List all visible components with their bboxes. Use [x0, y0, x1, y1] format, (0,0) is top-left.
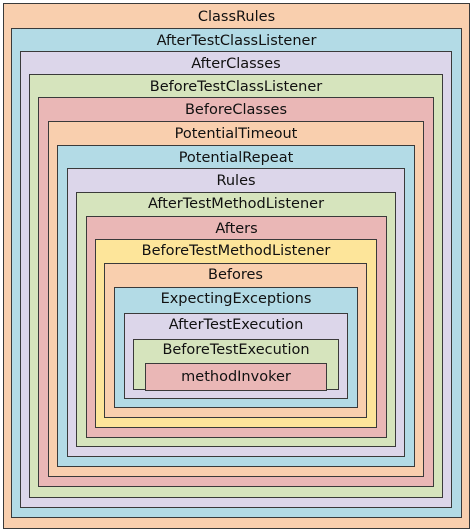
after-classes-label: AfterClasses — [191, 56, 281, 72]
before-test-method-listener-label: BeforeTestMethodListener — [141, 243, 331, 259]
method-invoker-label: methodInvoker — [181, 369, 291, 385]
before-classes-label: BeforeClasses — [184, 102, 288, 118]
before-test-class-listener-label: BeforeTestClassListener — [149, 79, 323, 95]
rules-label: Rules — [216, 173, 256, 189]
after-test-method-listener-label: AfterTestMethodListener — [147, 196, 325, 212]
afters-label: Afters — [215, 221, 258, 237]
potential-timeout-label: PotentialTimeout — [174, 126, 298, 142]
before-test-execution-label: BeforeTestExecution — [162, 342, 310, 358]
class-rules-label: ClassRules — [197, 9, 276, 25]
method-invoker-layer: methodInvoker — [145, 363, 327, 391]
expecting-exceptions-label: ExpectingExceptions — [160, 291, 312, 307]
potential-repeat-label: PotentialRepeat — [178, 150, 294, 166]
befores-label: Befores — [208, 267, 263, 283]
after-test-execution-label: AfterTestExecution — [168, 317, 304, 333]
after-test-class-listener-label: AfterTestClassListener — [156, 33, 317, 49]
